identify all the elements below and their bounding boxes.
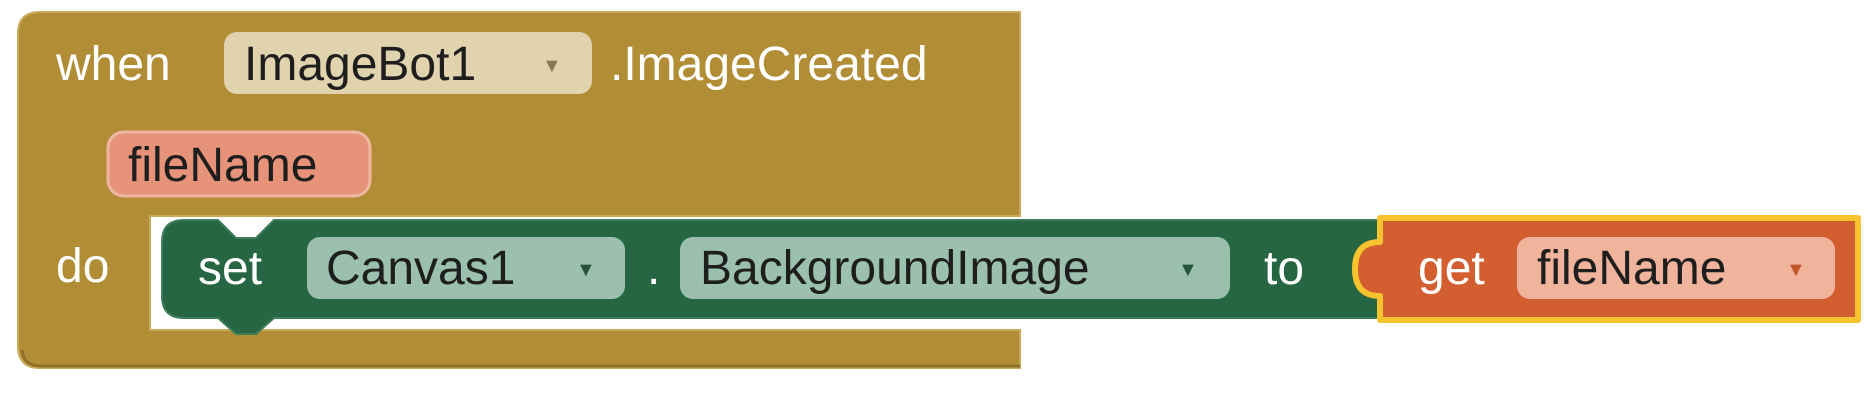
do-label: do [56, 240, 109, 293]
setter-component-dropdown[interactable]: Canvas1 ▼ [307, 237, 625, 299]
event-name: .ImageCreated [610, 38, 928, 91]
chevron-down-icon: ▼ [1786, 259, 1806, 281]
event-component-name: ImageBot1 [244, 38, 476, 91]
property-dot: . [647, 242, 660, 295]
event-block-body [17, 11, 1021, 369]
getter-variable-name: fileName [1537, 242, 1726, 295]
set-label: set [198, 242, 262, 295]
get-label: get [1418, 242, 1485, 295]
when-label: when [55, 38, 171, 91]
event-component-dropdown[interactable]: ImageBot1 ▼ [224, 32, 592, 94]
parameter-filename[interactable]: fileName [106, 130, 372, 198]
chevron-down-icon: ▼ [1178, 259, 1198, 281]
to-label: to [1264, 242, 1304, 295]
setter-component-name: Canvas1 [326, 242, 515, 295]
setter-property-dropdown[interactable]: BackgroundImage ▼ [680, 237, 1230, 299]
parameter-name: fileName [128, 139, 317, 192]
setter-block-canvas-background[interactable]: set Canvas1 ▼ . BackgroundImage ▼ to [161, 219, 1386, 335]
chevron-down-icon: ▼ [542, 55, 562, 77]
getter-variable-dropdown[interactable]: fileName ▼ [1517, 237, 1835, 299]
setter-property-name: BackgroundImage [700, 242, 1090, 295]
event-block-shadow [20, 349, 1020, 368]
chevron-down-icon: ▼ [576, 259, 596, 281]
getter-block-filename[interactable]: get fileName ▼ [1352, 215, 1861, 323]
event-block-image-created[interactable]: when ImageBot1 ▼ .ImageCreated fileName … [17, 11, 1021, 369]
